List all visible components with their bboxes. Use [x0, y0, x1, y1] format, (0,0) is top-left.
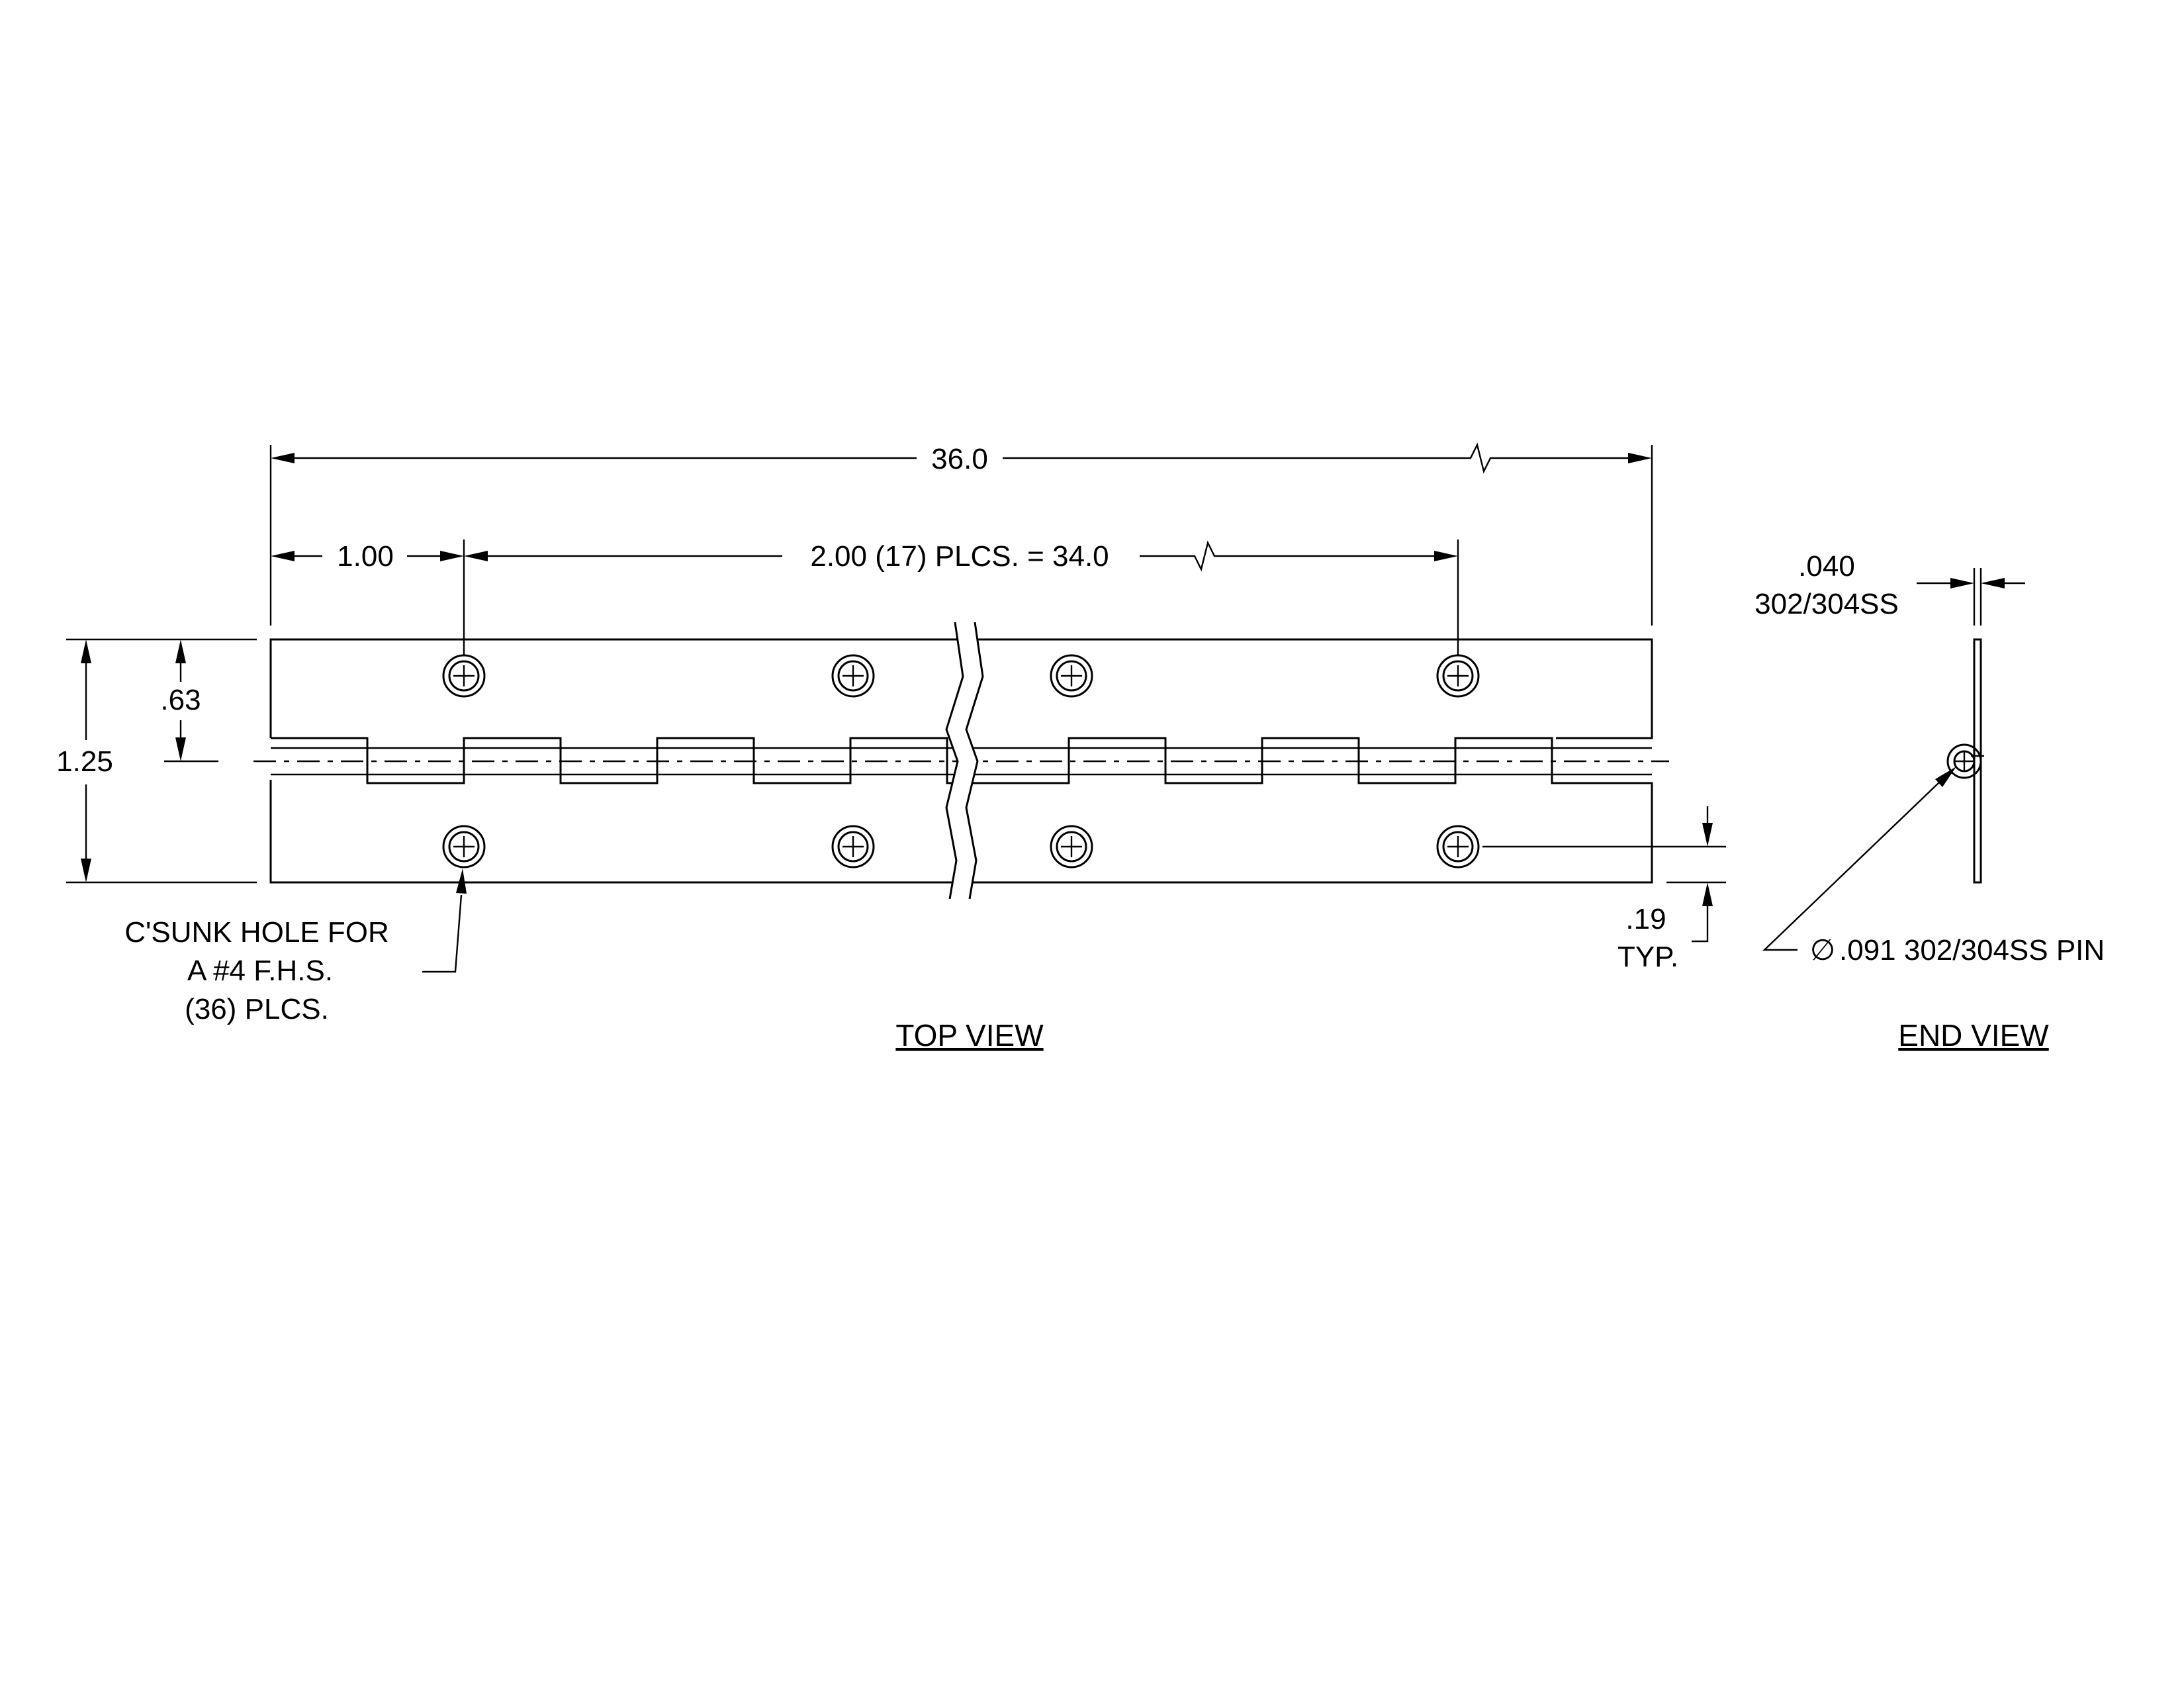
upper-leaf-outline [269, 638, 1653, 739]
dim-hole-spacing: 1.00 2.00 (17) PLCS. = 34.0 [271, 539, 1459, 655]
countersunk-hole-icon [442, 654, 486, 698]
dim-half-width: .63 [160, 639, 218, 763]
countersunk-hole-icon [442, 825, 486, 868]
arrowhead-icon [271, 453, 295, 463]
pin-note: .091 302/304SS PIN [1839, 934, 2105, 966]
arrowhead-icon [1628, 453, 1652, 463]
countersunk-hole-icon [1436, 654, 1480, 698]
countersunk-hole-icon [831, 654, 875, 698]
arrowhead-icon [464, 551, 488, 561]
pin-diameter-symbol: ∅ [1810, 934, 1835, 966]
arrowhead-icon [1950, 578, 1974, 588]
hole-row-upper [442, 654, 1480, 698]
dim-overall-length-text: 36.0 [931, 443, 988, 475]
arrowhead-icon [175, 737, 186, 761]
dim-hole-edge-text: .19 [1625, 903, 1666, 935]
dim-overall-width: 1.25 [56, 638, 257, 884]
dim-thickness-text: .040 [1798, 550, 1855, 583]
dim-thickness-material: 302/304SS [1754, 588, 1899, 620]
dim-overall-length: 36.0 [269, 442, 1653, 626]
arrowhead-icon [440, 551, 464, 561]
countersunk-hole-icon [1050, 654, 1093, 698]
break-line-left [945, 622, 964, 900]
end-view-title: END VIEW [1898, 1018, 2049, 1053]
arrowhead-icon [175, 639, 186, 663]
arrowhead-icon [81, 859, 91, 882]
arrowhead-icon [1702, 882, 1713, 906]
hole-note-line2: A #4 F.H.S. [187, 955, 333, 987]
dim-first-hole-text: 1.00 [337, 540, 394, 573]
dim-hole-spacing-text: 2.00 (17) PLCS. = 34.0 [810, 540, 1109, 573]
arrowhead-icon [271, 551, 295, 561]
dim-hole-edge: .19 TYP. [1482, 806, 1726, 973]
arrowhead-icon [81, 639, 91, 663]
end-view: .040 302/304SS ∅ .091 302/304SS PIN END … [1754, 550, 2105, 1053]
hole-row-lower [442, 825, 1480, 868]
top-view: 36.0 1.00 2.00 (17) PLCS. = 34.0 1.25 [56, 442, 1726, 1053]
pin-icon [1946, 743, 1982, 779]
hole-note-line3: (36) PLCS. [185, 993, 329, 1025]
countersunk-hole-icon [1436, 825, 1480, 868]
dim-half-width-text: .63 [160, 684, 201, 716]
dim-overall-width-text: 1.25 [56, 745, 113, 778]
arrowhead-icon [1935, 767, 1956, 787]
knuckle-profile [271, 737, 1652, 784]
arrowhead-icon [1434, 551, 1458, 561]
break-line-right [965, 622, 984, 900]
break-gap [946, 622, 983, 899]
arrowhead-icon [456, 868, 467, 894]
top-view-title: TOP VIEW [895, 1018, 1044, 1053]
countersunk-hole-icon [1050, 825, 1093, 868]
dim-thickness: .040 302/304SS [1754, 550, 2025, 626]
arrowhead-icon [1702, 823, 1713, 847]
hole-callout: C'SUNK HOLE FOR A #4 F.H.S. (36) PLCS. [124, 868, 467, 1025]
dim-hole-edge-note: TYP. [1617, 941, 1678, 973]
countersunk-hole-icon [831, 825, 875, 868]
arrowhead-icon [1981, 578, 2005, 588]
pin-callout: ∅ .091 302/304SS PIN [1762, 767, 2105, 966]
hole-note-line1: C'SUNK HOLE FOR [124, 916, 389, 949]
